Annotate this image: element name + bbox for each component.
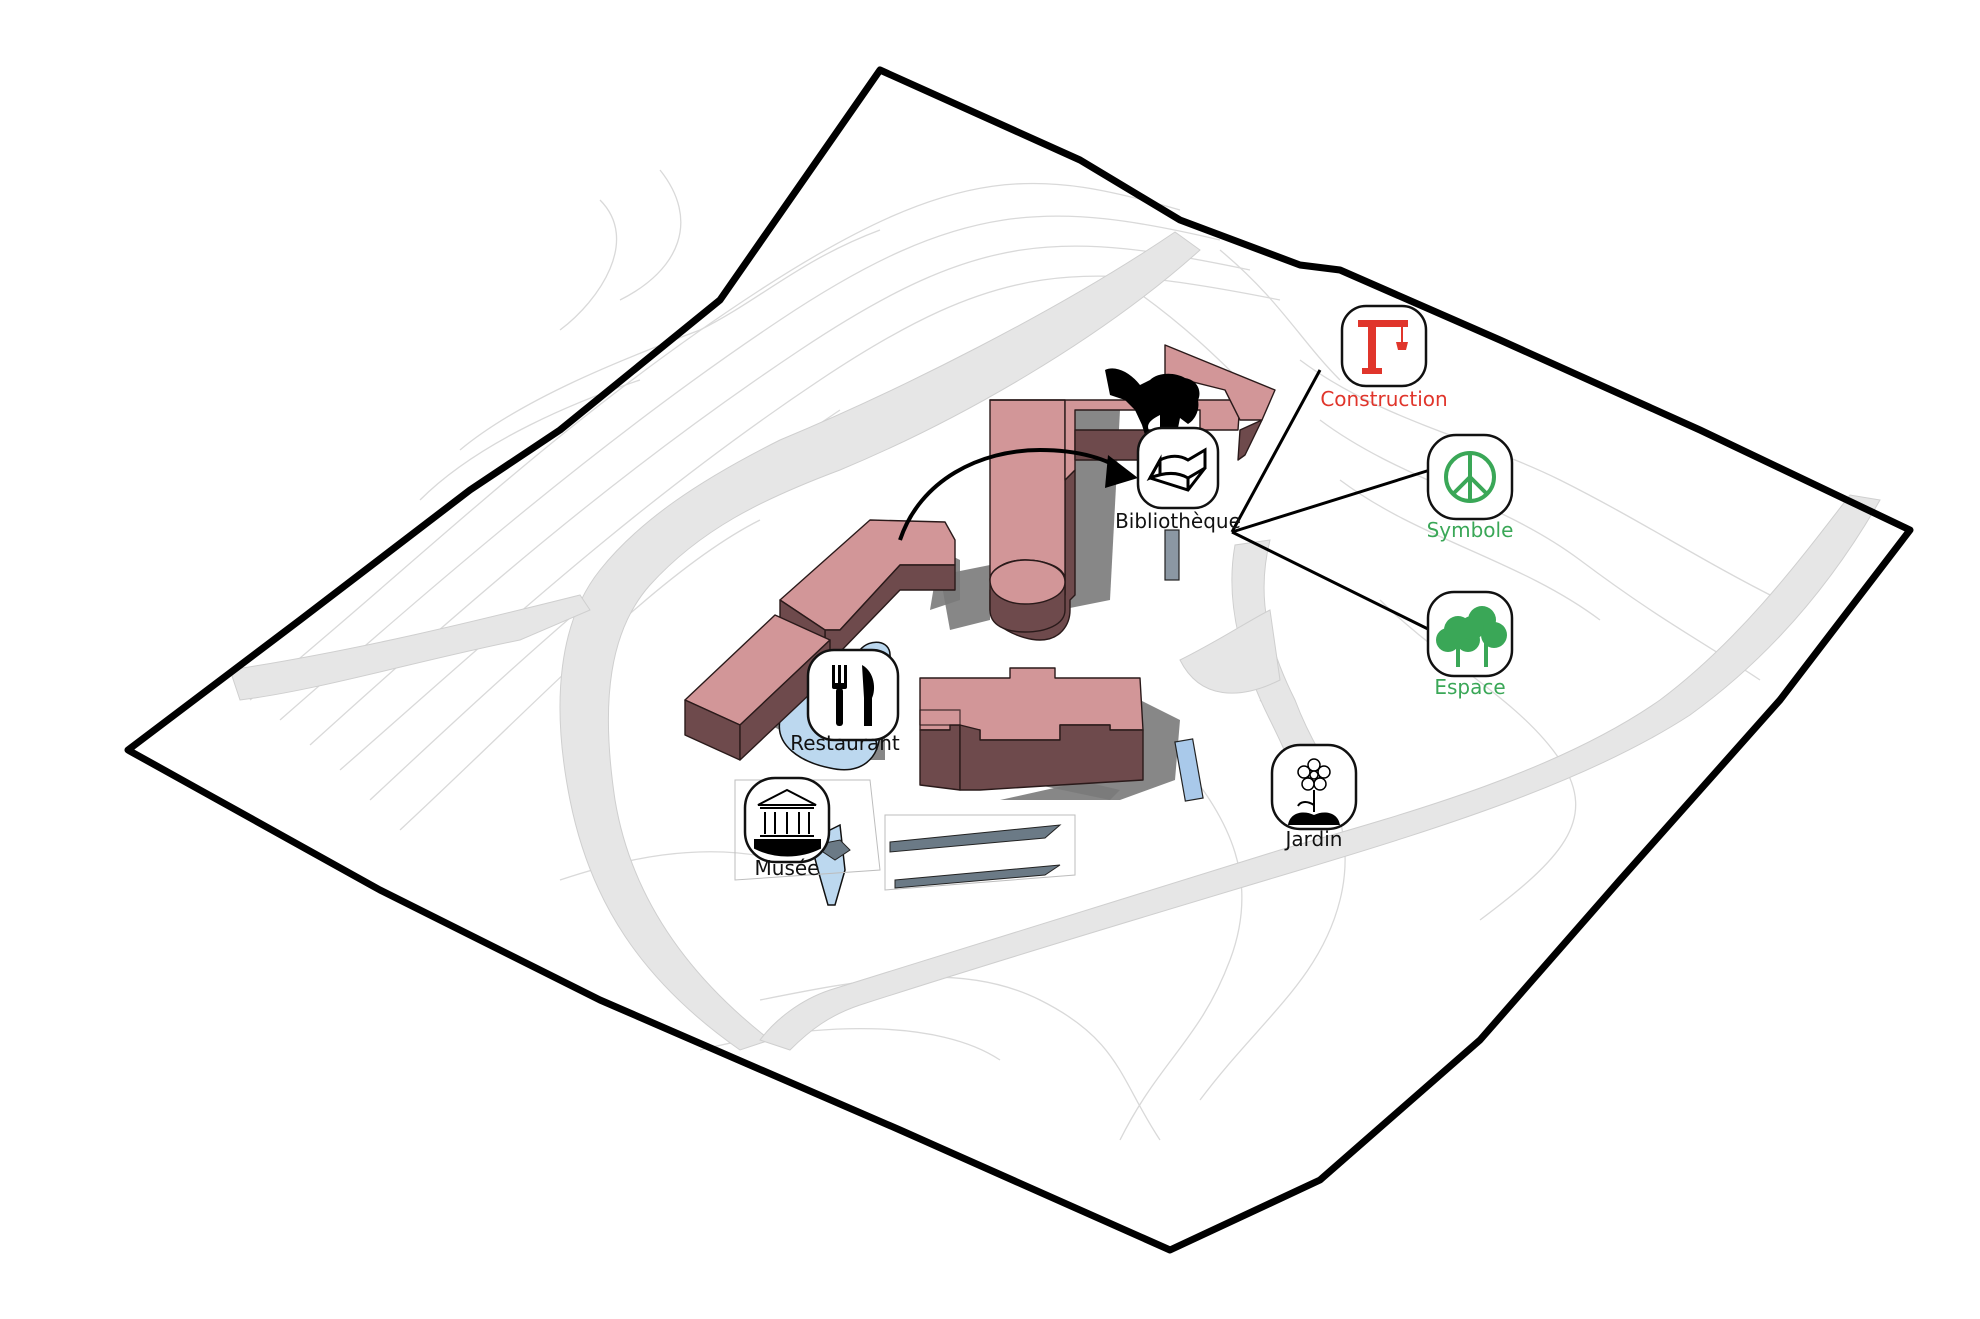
musee-marker[interactable]: Musée: [743, 776, 831, 880]
symbole-marker[interactable]: Symbole: [1427, 433, 1514, 542]
road-east-south: [759, 494, 1881, 1051]
espace-label: Espace: [1434, 675, 1505, 699]
museum-columns-icon: [754, 788, 821, 857]
jardin-marker[interactable]: Jardin: [1270, 743, 1358, 851]
roads: [229, 231, 1881, 1051]
building-south: [919, 667, 1144, 791]
peace-sign-icon: [1444, 451, 1496, 503]
road-main-curve: [559, 231, 1201, 1051]
flower-icon: [1288, 758, 1340, 825]
espace-marker[interactable]: Espace: [1426, 590, 1514, 699]
restaurant-label: Restaurant: [790, 731, 900, 755]
site-bars: [788, 529, 1204, 889]
musee-label: Musée: [755, 856, 820, 880]
jardin-label: Jardin: [1284, 827, 1343, 851]
open-book-icon: [1146, 447, 1207, 492]
road-west: [229, 594, 591, 701]
construction-label: Construction: [1320, 387, 1447, 411]
crane-icon: [1358, 320, 1408, 374]
bibliotheque-marker[interactable]: Bibliothèque: [1115, 426, 1241, 533]
construction-marker[interactable]: Construction: [1320, 304, 1448, 411]
plaza-outlines: [734, 779, 1076, 891]
symbole-label: Symbole: [1427, 518, 1514, 542]
contour-lines: [249, 169, 1781, 1141]
hand-cursor-icon: [1105, 368, 1200, 435]
trees-icon: [1436, 606, 1507, 667]
connector-lines: [1230, 369, 1431, 632]
arrow-restaurant-to-library: [898, 447, 1138, 541]
terrain-outline: [124, 66, 1914, 1254]
buildings: [684, 344, 1276, 791]
bibliotheque-label: Bibliothèque: [1115, 509, 1241, 533]
fork-knife-icon: [832, 665, 875, 726]
restaurant-marker[interactable]: Restaurant: [790, 648, 900, 755]
building-central: [989, 344, 1276, 641]
road-plaza: [1179, 609, 1281, 694]
